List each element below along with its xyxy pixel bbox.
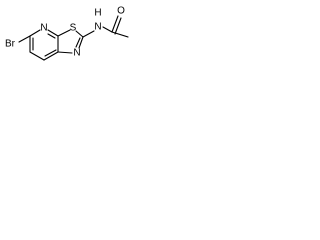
bond-co-o-double: [114, 17, 122, 35]
bond-nh-co: [102, 26, 113, 33]
bond-c3-c4: [29, 51, 45, 61]
bond-c4-c5: [43, 51, 59, 61]
bromine-label: Br: [5, 39, 16, 50]
bond-c6-n7-double: [47, 33, 56, 39]
bond-c8-n9: [78, 36, 84, 49]
bond-n7-c2: [29, 29, 41, 37]
bond-co-o: [111, 15, 119, 33]
amide-nitrogen-label: N: [94, 22, 101, 33]
bond-c4-c5-double: [44, 49, 57, 57]
acetamide-group: [82, 15, 129, 38]
bond-c6-n7: [47, 29, 59, 37]
bond-c2-br: [18, 35, 31, 43]
bond-n9-c5: [57, 51, 73, 54]
bond-s-c8: [75, 30, 84, 38]
bond-c8-nh: [82, 30, 95, 38]
chemical-structure-diagram: Br N S N H N O: [5, 6, 129, 61]
sulfur-label: S: [70, 23, 77, 34]
bond-c6-s: [57, 29, 71, 37]
thiazole-ring: [57, 29, 84, 54]
pyridine-ring: [29, 29, 59, 61]
bond-c8-n9-double: [75, 37, 81, 48]
thiazole-nitrogen-label: N: [73, 48, 80, 59]
carbonyl-oxygen-label: O: [117, 6, 125, 17]
bond-co-ch3: [111, 31, 129, 38]
pyridine-nitrogen-label: N: [40, 23, 47, 34]
amide-hydrogen-label: H: [94, 8, 101, 19]
